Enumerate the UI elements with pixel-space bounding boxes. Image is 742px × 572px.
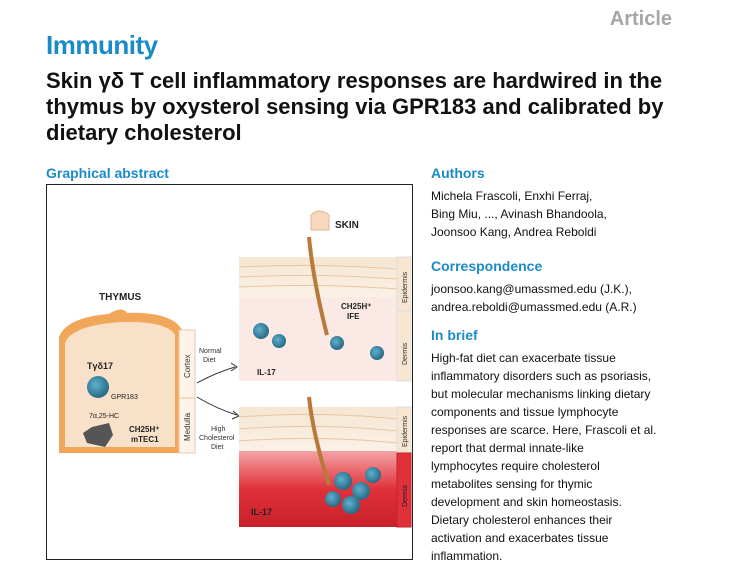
correspondence-heading: Correspondence	[431, 258, 543, 274]
dermal-cell-inflamed-1	[334, 472, 352, 490]
in-brief-line: inflammatory disorders such as psoriasis…	[431, 369, 652, 383]
authors-section: Authors Michela Frascoli, Enxhi Ferraj, …	[431, 165, 731, 241]
gpr183-label: GPR183	[111, 394, 138, 401]
authors-line-1: Michela Frascoli, Enxhi Ferraj,	[431, 189, 593, 203]
mtec-label-2: mTEC1	[131, 435, 159, 444]
journal-name: Immunity	[46, 30, 158, 60]
authors-line-3: Joonsoo Kang, Andrea Reboldi	[431, 225, 597, 239]
skin-label: SKIN	[335, 220, 359, 231]
authors-line-2: Bing Miu, ..., Avinash Bhandoola,	[431, 207, 607, 221]
high-chol-label-1: High	[211, 426, 226, 433]
in-brief-line: metabolites sensing for thymic	[431, 477, 593, 491]
hc-label: 7α,25-HC	[89, 413, 119, 420]
dermis-tag-bottom	[396, 452, 412, 528]
high-chol-label-2: Cholesterol	[199, 435, 235, 442]
graphical-abstract-figure: THYMUS Cortex Medulla Tγδ17 GPR183 7α,25…	[46, 184, 413, 560]
high-chol-arrow	[196, 396, 238, 416]
epidermis-top-label: Epidermis	[402, 271, 409, 303]
dermal-cell-normal-2	[272, 334, 286, 348]
ife-label-2: IFE	[347, 312, 360, 321]
ife-label-1: CH25H⁺	[341, 302, 371, 311]
cortex-label: Cortex	[183, 354, 192, 378]
article-type-label: Article	[609, 8, 672, 30]
dermal-cell-inflamed-2	[352, 482, 370, 500]
in-brief-section: In brief High-fat diet can exacerbate ti…	[431, 327, 731, 565]
in-brief-line: lymphocytes require cholesterol	[431, 459, 600, 473]
normal-diet-arrow	[196, 366, 236, 384]
in-brief-line: components and tissue lymphocyte	[431, 405, 619, 419]
dermis-top-label: Dermis	[402, 342, 409, 365]
in-brief-heading: In brief	[431, 327, 478, 343]
dermal-cell-inflamed-3	[342, 496, 360, 514]
in-brief-line: but molecular mechanisms linking dietary	[431, 387, 651, 401]
medulla-bar	[178, 397, 196, 454]
normal-diet-label-1: Normal	[199, 348, 222, 355]
dermis-bottom-label: Dermis	[402, 484, 409, 507]
tgd17-cell	[87, 376, 109, 398]
dermis-normal	[239, 297, 397, 381]
in-brief-line: Dietary cholesterol enhances their	[431, 513, 613, 527]
dermis-inflamed	[239, 451, 397, 527]
dermis-tag-top	[396, 310, 412, 382]
hair-follicle-normal	[307, 236, 329, 336]
correspondence-email-1[interactable]: joonsoo.kang@umassmed.edu (J.K.),	[431, 282, 632, 296]
in-brief-line: High-fat diet can exacerbate tissue	[431, 351, 616, 365]
in-brief-line: report that dermal innate-like	[431, 441, 584, 455]
dermal-cell-normal-3	[330, 336, 344, 350]
in-brief-line: development and skin homeostasis.	[431, 495, 622, 509]
skin-icon	[310, 210, 330, 231]
hair-follicle-inflamed	[307, 396, 331, 486]
mtec-label-1: CH25H⁺	[129, 425, 159, 434]
article-title: Skin γδ T cell inflammatory responses ar…	[46, 68, 664, 145]
il17-top-label: IL-17	[257, 368, 276, 377]
tgd17-label: Tγδ17	[87, 361, 113, 371]
authors-heading: Authors	[431, 165, 485, 181]
medulla-label: Medulla	[183, 412, 192, 441]
normal-diet-label-2: Diet	[203, 357, 216, 364]
in-brief-line: inflammation.	[431, 549, 503, 563]
il17-bottom-label: IL-17	[251, 507, 272, 517]
in-brief-line: activation and exacerbates tissue	[431, 531, 609, 545]
correspondence-email-2[interactable]: andrea.reboldi@umassmed.edu (A.R.)	[431, 300, 637, 314]
mtec-cell	[83, 423, 113, 447]
in-brief-line: responses are scarce. Here, Frascoli et …	[431, 423, 657, 437]
graphical-abstract-heading: Graphical abstract	[46, 165, 169, 181]
correspondence-section: Correspondence joonsoo.kang@umassmed.edu…	[431, 258, 731, 316]
graphical-abstract-illustration: THYMUS Cortex Medulla Tγδ17 GPR183 7α,25…	[59, 210, 412, 528]
thymus-inner	[65, 321, 175, 447]
dermal-cell-inflamed-5	[325, 491, 341, 507]
normal-diet-arrowhead	[230, 362, 238, 372]
dermal-cell-inflamed-4	[365, 467, 381, 483]
thymus-label: THYMUS	[99, 292, 142, 303]
high-chol-label-3: Diet	[211, 444, 224, 451]
dermal-cell-normal-1	[253, 323, 269, 339]
dermal-cell-normal-4	[370, 346, 384, 360]
epidermis-bottom-label: Epidermis	[402, 415, 409, 447]
